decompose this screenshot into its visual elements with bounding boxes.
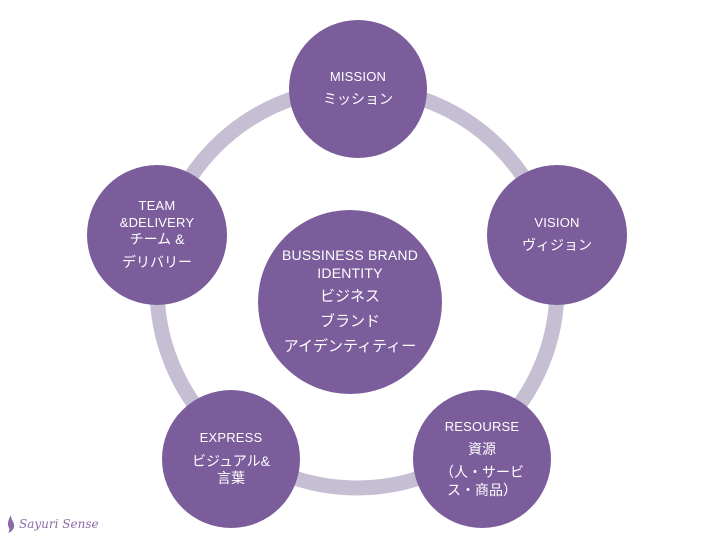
center-en-line2: IDENTITY: [317, 264, 383, 281]
resourse-jp-line1: 資源: [468, 440, 496, 457]
express-jp-line2: 言葉: [217, 470, 245, 487]
sayuri-sense-logo: Sayuri Sense: [6, 514, 99, 534]
express-en: EXPRESS: [199, 430, 263, 446]
team-jp-line1: チーム &: [129, 230, 185, 247]
center-en-line1: BUSSINESS BRAND: [281, 247, 419, 264]
vision-en: VISION: [534, 215, 580, 231]
resourse-en: RESOURSE: [444, 418, 520, 434]
resourse-jp-line3: ス・商品）: [447, 481, 517, 498]
express-jp-line1: ビジュアル&: [192, 452, 270, 469]
node-resourse: RESOURSE 資源 （人・サービ ス・商品）: [413, 390, 551, 528]
node-mission: MISSION ミッション: [289, 20, 427, 158]
node-express: EXPRESS ビジュアル& 言葉: [162, 390, 300, 528]
vision-jp: ヴィジョン: [522, 237, 592, 254]
node-vision: VISION ヴィジョン: [487, 165, 627, 305]
mission-jp: ミッション: [323, 91, 393, 108]
flame-icon: [7, 515, 15, 533]
team-en-line2: &DELIVERY: [119, 214, 195, 230]
logo-text: Sayuri Sense: [19, 517, 99, 531]
team-en-line1: TEAM: [138, 198, 176, 214]
team-jp-line2: デリバリー: [122, 254, 192, 271]
center-jp-line3: アイデンティティー: [283, 337, 417, 355]
center-jp-line1: ビジネス: [319, 288, 380, 306]
node-team-delivery: TEAM &DELIVERY チーム & デリバリー: [87, 165, 227, 305]
center-jp-line2: ブランド: [319, 313, 380, 331]
resourse-jp-line2: （人・サービ: [440, 464, 524, 481]
center-node-brand-identity: BUSSINESS BRAND IDENTITY ビジネス ブランド アイデンテ…: [258, 210, 442, 394]
mission-en: MISSION: [329, 69, 387, 85]
